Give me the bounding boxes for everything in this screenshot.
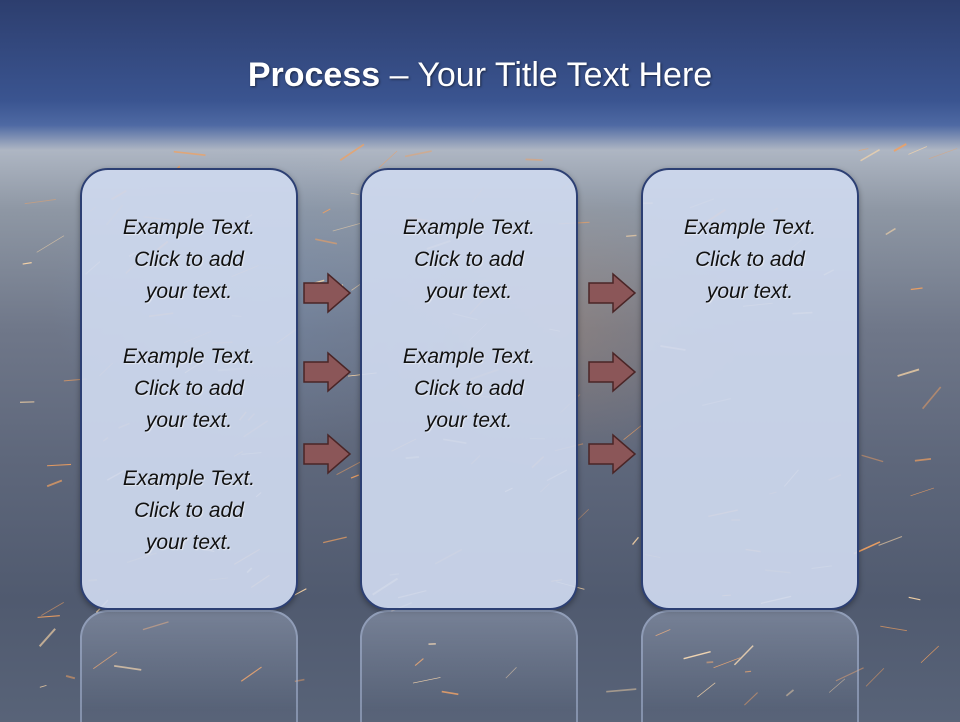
spark-streak [911, 288, 923, 289]
spark-streak [866, 668, 884, 686]
spark-streak [923, 387, 941, 409]
box-reflection [641, 610, 859, 722]
spark-streak [323, 209, 331, 213]
right-arrow-icon[interactable] [587, 351, 637, 393]
spark-streak [861, 150, 880, 161]
title-bold: Process [248, 56, 380, 94]
right-arrow-icon[interactable] [587, 272, 637, 314]
text-line: Click to add [643, 244, 857, 276]
text-line: your text. [362, 405, 576, 437]
text-block[interactable]: Example Text. Click to add your text. [82, 463, 296, 559]
spark-streak [40, 685, 47, 687]
text-line: your text. [82, 276, 296, 308]
spark-streak [898, 369, 919, 376]
spark-streak [23, 263, 32, 264]
spark-streak [911, 488, 934, 496]
title-rest: – Your Title Text Here [380, 56, 712, 94]
spark-streak [25, 199, 56, 203]
text-line: Example Text. [82, 463, 296, 495]
spark-streak [915, 459, 931, 461]
text-block[interactable]: Example Text. Click to add your text. [643, 212, 857, 308]
text-line: Click to add [82, 373, 296, 405]
spark-streak [315, 239, 337, 243]
spark-streak [47, 464, 71, 465]
text-line: Click to add [82, 244, 296, 276]
text-line: Example Text. [362, 212, 576, 244]
spark-streak [37, 236, 64, 253]
spark-streak [351, 475, 359, 478]
spark-streak [526, 159, 543, 160]
spark-streak [405, 151, 432, 156]
spark-streak [333, 223, 363, 231]
text-line: your text. [362, 276, 576, 308]
text-block[interactable]: Example Text. Click to add your text. [362, 341, 576, 437]
box-reflection [80, 610, 298, 722]
spark-streak [862, 455, 884, 461]
text-line: your text. [643, 276, 857, 308]
spark-streak [66, 676, 75, 678]
text-line: Click to add [362, 373, 576, 405]
right-arrow-icon[interactable] [587, 433, 637, 475]
right-arrow-icon[interactable] [302, 351, 352, 393]
spark-streak [633, 537, 639, 544]
spark-streak [606, 689, 636, 692]
spark-streak [351, 284, 359, 290]
spark-streak [880, 626, 907, 630]
spark-streak [40, 629, 56, 646]
text-block[interactable]: Example Text. Click to add your text. [82, 212, 296, 308]
process-box-3[interactable]: Example Text. Click to add your text. [641, 168, 859, 610]
spark-streak [879, 537, 902, 546]
process-box-2[interactable]: Example Text. Click to add your text. Ex… [360, 168, 578, 610]
text-line: Click to add [362, 244, 576, 276]
spark-streak [886, 229, 896, 235]
text-block[interactable]: Example Text. Click to add your text. [82, 341, 296, 437]
text-block[interactable]: Example Text. Click to add your text. [362, 212, 576, 308]
spark-streak [626, 235, 636, 236]
spark-streak [41, 602, 63, 615]
spark-streak [921, 646, 939, 663]
spark-streak [909, 597, 921, 600]
spark-streak [578, 509, 589, 519]
text-line: your text. [82, 527, 296, 559]
box-reflection [360, 610, 578, 722]
spark-streak [379, 151, 397, 168]
spark-streak [174, 152, 206, 155]
spark-streak [351, 193, 359, 194]
right-arrow-icon[interactable] [302, 433, 352, 475]
text-line: Example Text. [362, 341, 576, 373]
text-line: Click to add [82, 495, 296, 527]
spark-streak [38, 616, 60, 618]
slide-title[interactable]: Process – Your Title Text Here [0, 52, 960, 98]
text-line: your text. [82, 405, 296, 437]
text-line: Example Text. [643, 212, 857, 244]
text-line: Example Text. [82, 212, 296, 244]
text-line: Example Text. [82, 341, 296, 373]
process-box-1[interactable]: Example Text. Click to add your text. Ex… [80, 168, 298, 610]
spark-streak [47, 480, 62, 486]
right-arrow-icon[interactable] [302, 272, 352, 314]
spark-streak [929, 148, 957, 158]
spark-streak [323, 537, 347, 542]
